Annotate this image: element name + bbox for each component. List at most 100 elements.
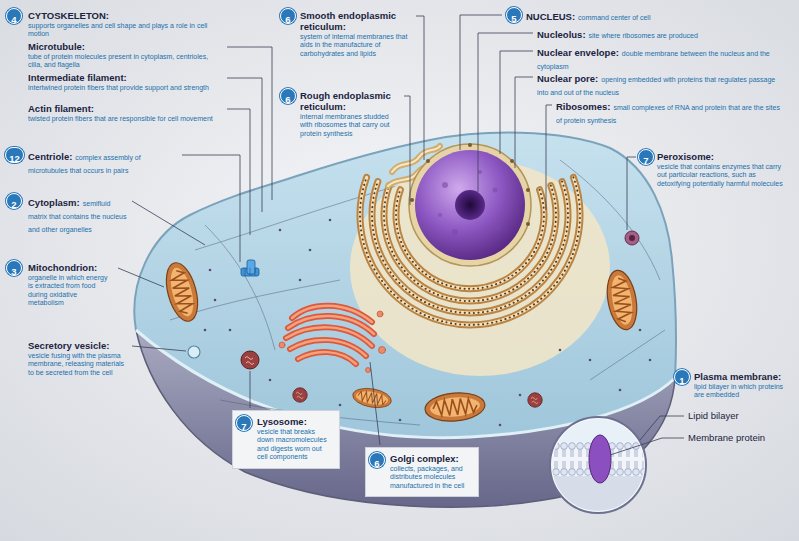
chromatin	[478, 170, 482, 174]
lysosome	[293, 388, 307, 402]
callout-number: 7	[236, 415, 252, 431]
leader-line	[500, 51, 533, 154]
callout-number-text: 7	[643, 155, 648, 166]
nuclear-envelope	[409, 144, 531, 266]
callout-label: Actin filament:twisted protein fibers th…	[28, 103, 223, 123]
callout-label: Nuclear envelope:double membrane between…	[537, 46, 782, 72]
callout-number: 6	[280, 88, 296, 104]
mitochondrion	[603, 268, 641, 332]
nuclear-pore-dots	[468, 143, 472, 147]
lysosome	[241, 351, 542, 407]
leader-line	[404, 96, 410, 205]
leader-line	[640, 416, 684, 440]
membrane-zoom	[589, 435, 611, 483]
ribosome-dots	[619, 389, 622, 392]
nuclear-pore-dots	[410, 143, 530, 226]
callout-number: 1	[674, 369, 690, 385]
leader-line	[118, 15, 684, 455]
centriole	[241, 260, 259, 276]
peroxisome	[625, 231, 639, 245]
leader-line	[478, 33, 533, 192]
golgi-complex	[290, 340, 366, 356]
golgi-complex	[279, 311, 386, 373]
label-text: command center of cell	[578, 14, 650, 21]
label-heading: Nuclear envelope:	[537, 47, 619, 58]
ribosome-dots	[519, 394, 522, 397]
ribosome-dots	[229, 329, 232, 332]
leader-line	[118, 268, 164, 287]
label-heading: Nuclear pore:	[537, 73, 598, 84]
label-text: organelle in which energy is extracted f…	[28, 274, 114, 308]
ribosome-dots	[269, 379, 272, 382]
callout-number: 6	[280, 8, 296, 24]
callout-number-text: 1	[679, 375, 684, 386]
chromatin	[496, 226, 501, 231]
callout-label: Nuclear pore:opening embedded with prote…	[537, 72, 782, 98]
ribosome-dots	[559, 349, 562, 352]
chromatin	[442, 182, 448, 188]
label-heading: Golgi complex:	[390, 453, 472, 464]
callout-number: 6	[369, 452, 385, 468]
lysosome	[241, 351, 259, 369]
label-text: vesicle that contains enzymes that carry…	[657, 163, 789, 188]
centriole	[241, 268, 259, 276]
nuclear-pore-dots	[426, 159, 430, 163]
label-heading: Lysosome:	[257, 416, 333, 427]
label-text: collects, packages, and distributes mole…	[390, 465, 472, 490]
callout-label: Cytoplasm:semifluid matrix that contains…	[28, 196, 128, 235]
leader-line	[370, 362, 380, 445]
label-heading: Peroxisome:	[657, 151, 789, 162]
ribosome-dots	[204, 329, 207, 332]
label-heading: Mitochondrion:	[28, 262, 114, 273]
peroxisome	[625, 231, 639, 245]
label-text: vesicle that breaks down macromolecules …	[257, 428, 333, 462]
leader-line	[227, 109, 250, 235]
golgi-complex	[279, 306, 386, 373]
nuclear-pore-dots	[526, 222, 530, 226]
callout-label: Smooth endoplasmic reticulum:system of i…	[300, 10, 412, 58]
callout-label: Plasma membrane:lipid bilayer in which p…	[694, 371, 792, 400]
label-box: Golgi complex:collects, packages, and di…	[365, 447, 479, 497]
ribosome-dots	[204, 219, 652, 427]
callout-number-text: 7	[241, 421, 246, 432]
ribosome-dots	[299, 279, 302, 282]
mitochondrion	[161, 259, 641, 423]
mitochondrion	[161, 259, 204, 324]
leader-line	[227, 78, 262, 212]
golgi-complex	[298, 352, 356, 364]
lysosome	[528, 393, 542, 407]
label-text: system of internal membranes that aids i…	[300, 33, 412, 58]
label-heading: CYTOSKELETON:	[28, 10, 223, 21]
nucleus	[409, 143, 531, 266]
callout-label: Lipid bilayer	[688, 410, 793, 421]
callout-label: Intermediate filament:intertwined protei…	[28, 72, 223, 92]
label-text: internal membranes studded with ribosome…	[300, 113, 400, 138]
callout-number: 4	[6, 8, 22, 24]
label-heading: Rough endoplasmic reticulum:	[300, 90, 400, 112]
part-label: Membrane protein	[688, 432, 793, 443]
callout-label: Microtubule:tube of protein molecules pr…	[28, 41, 223, 70]
callout-label: Membrane protein	[688, 432, 793, 443]
nucleoplasm	[415, 150, 525, 260]
ribosome-dots	[214, 299, 217, 302]
callout-label: Peroxisome:vesicle that contains enzymes…	[657, 151, 789, 188]
callout-number-text: 5	[511, 13, 516, 24]
leader-line	[416, 16, 424, 160]
callout-number-text: 12	[9, 153, 20, 164]
leader-line	[250, 371, 251, 408]
callout-label: Rough endoplasmic reticulum:internal mem…	[300, 90, 400, 138]
golgi-complex	[286, 327, 372, 346]
label-text: supports organelles and cell shape and p…	[28, 22, 223, 39]
label-heading: Centriole:	[28, 151, 72, 162]
label-heading: Secretory vesicle:	[28, 340, 128, 351]
membrane-zoom	[540, 417, 660, 521]
callout-number-text: 6	[285, 94, 290, 105]
centriole	[247, 260, 255, 274]
chromatin	[438, 170, 501, 235]
cell-body	[134, 133, 676, 507]
ribosome-dots	[309, 249, 312, 252]
label-text: site where ribosomes are produced	[589, 32, 698, 39]
leader-line	[546, 105, 552, 210]
label-heading: Nucleolus:	[537, 29, 586, 40]
label-text: tube of protein molecules present in cyt…	[28, 53, 223, 70]
